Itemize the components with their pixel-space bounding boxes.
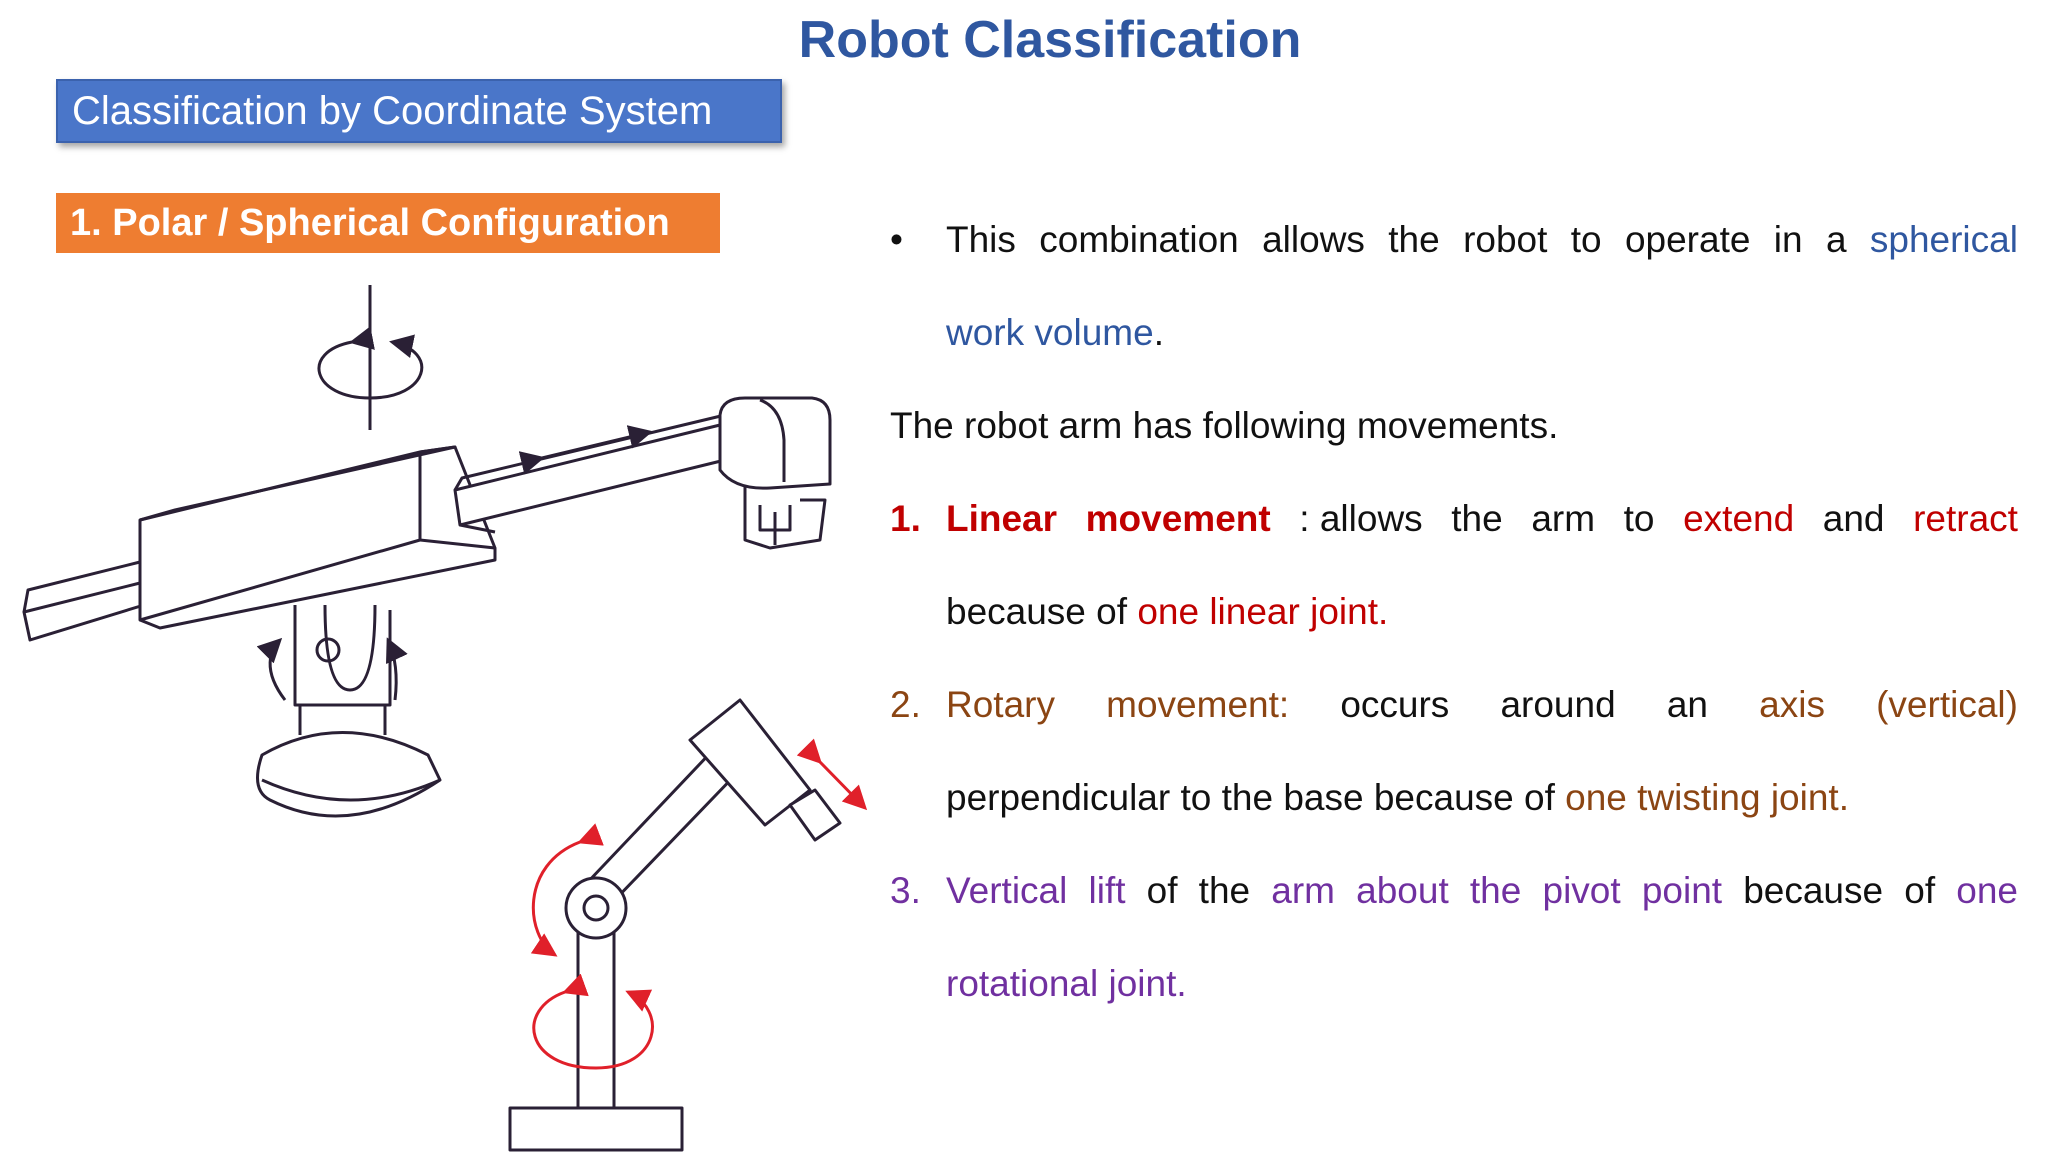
item-2-line-2: perpendicular to the base because of one… (946, 777, 1849, 818)
item-1-line-2: because of one linear joint. (946, 591, 1389, 632)
item-3-line-2: rotational joint. (946, 963, 1187, 1004)
base-rotation-arrow (317, 326, 424, 400)
section-banner: Classification by Coordinate System (56, 79, 782, 143)
item-3-number: 3. (890, 870, 921, 911)
arm-base (508, 1106, 684, 1152)
linear-slide-arrow (518, 425, 653, 475)
twist-arrow (532, 973, 654, 1070)
subsection-tag: 1. Polar / Spherical Configuration (56, 193, 720, 253)
item-1-number: 1. (890, 498, 921, 539)
extend-arrow (796, 738, 868, 811)
bullet-line-2: work volume. (946, 312, 1164, 353)
item-1-line-1: Linear movement : allows the arm to exte… (946, 498, 2018, 539)
item-3-line-1: Vertical lift of the arm about the pivot… (946, 870, 2018, 911)
pivot-rotation-arrow (256, 637, 287, 701)
item-2-number: 2. (890, 684, 921, 725)
page-title: Robot Classification (798, 11, 1302, 69)
bullet-mark: • (890, 219, 903, 260)
pivot-joint (564, 876, 628, 940)
lift-arrow (530, 823, 604, 957)
arm-column (576, 918, 616, 1110)
simple-arm-drawing (508, 698, 842, 1152)
bullet-line-1: This combination allows the robot to ope… (946, 219, 2018, 260)
intro-text: The robot arm has following movements. (890, 405, 1559, 446)
polar-robot-drawing (22, 285, 832, 818)
item-2-line-1: Rotary movement: occurs around an axis (… (946, 684, 2018, 725)
robot-illustration (22, 285, 868, 1152)
